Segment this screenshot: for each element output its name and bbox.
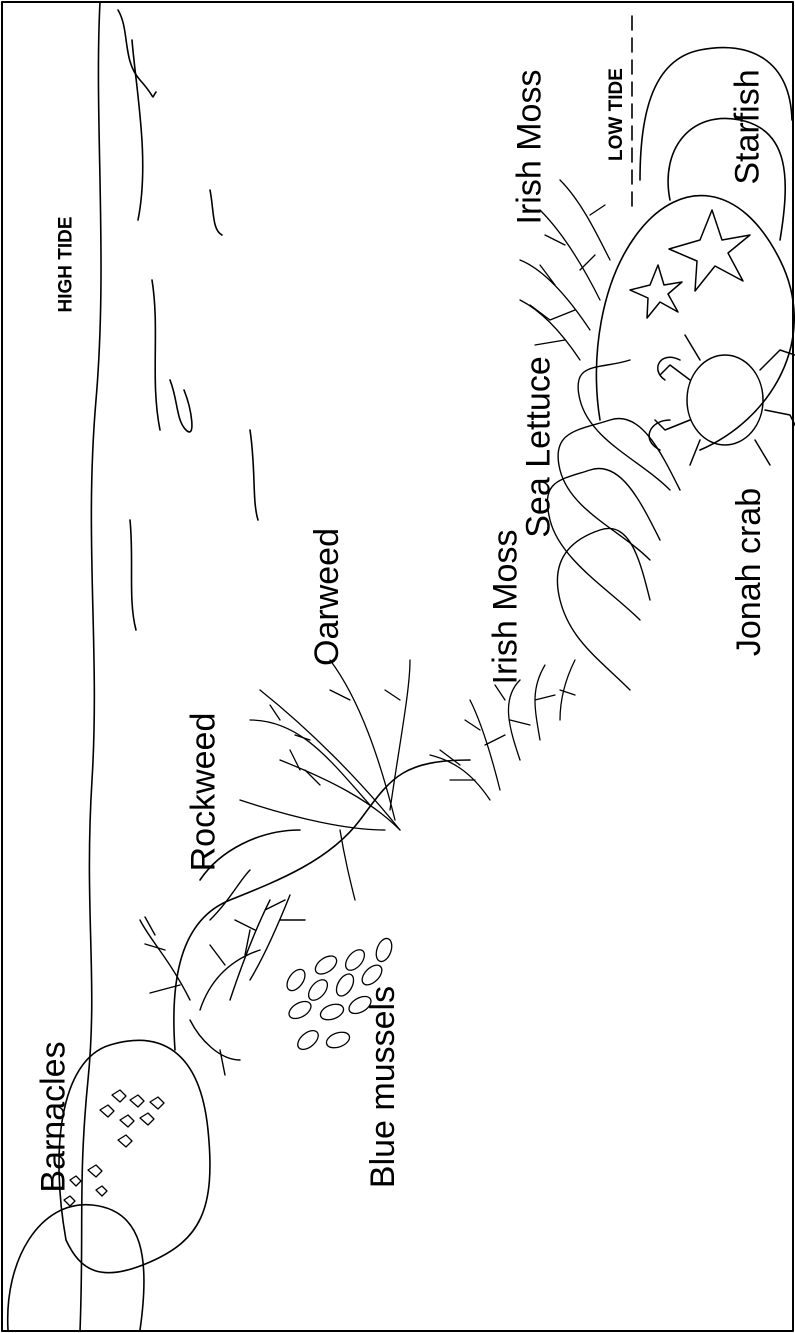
rockweed-label: Rockweed (186, 713, 220, 872)
low-tide-label: LOW TIDE (607, 68, 626, 161)
blue-mussels-label: Blue mussels (366, 986, 400, 1188)
water-wave-3 (152, 280, 160, 430)
irish-moss-upper-label: Irish Moss (512, 70, 546, 225)
oarweed (240, 660, 410, 900)
oarweed-label: Oarweed (310, 528, 344, 666)
water-wave-7 (250, 430, 258, 520)
rock-low-tide-1 (640, 48, 792, 180)
starfish (630, 210, 750, 318)
barnacles-label: Barnacles (37, 1041, 71, 1192)
rock-starfish (596, 196, 794, 450)
sea-lettuce-label: Sea Lettuce (522, 356, 556, 537)
water-wave-4 (170, 380, 192, 432)
jonah-crab (649, 335, 795, 465)
rockweed (140, 870, 305, 1075)
water-wave-6 (210, 190, 222, 235)
rock-low-tide-2 (668, 118, 785, 240)
jonah-crab-label: Jonah crab (732, 488, 766, 656)
starfish-label: Starfish (731, 69, 765, 184)
barnacle-cluster (64, 1090, 164, 1206)
high-tide-line (80, 2, 101, 1331)
high-tide-label: HIGH TIDE (57, 216, 76, 312)
rock-far-left (8, 1205, 144, 1330)
water-wave-2 (132, 40, 143, 220)
irish-moss-mid-label: Irish Moss (488, 530, 522, 685)
sea-lettuce (547, 360, 680, 690)
water-wave-5 (130, 520, 136, 630)
